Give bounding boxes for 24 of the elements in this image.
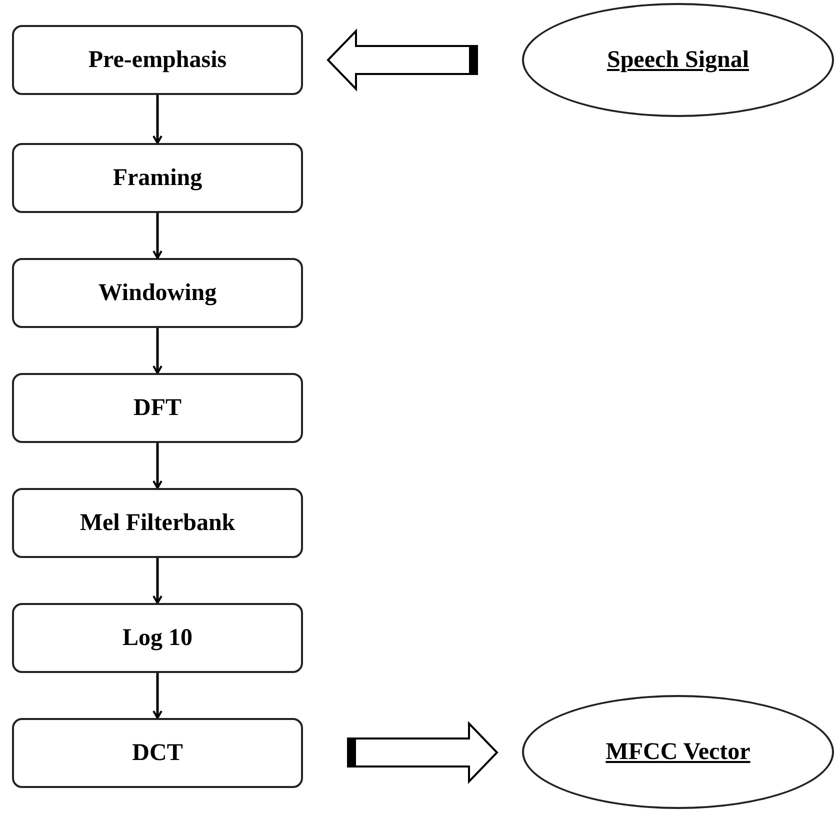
node-label: DFT bbox=[134, 394, 182, 423]
process-box bbox=[12, 488, 303, 558]
process-box bbox=[12, 25, 303, 95]
node-label: Log 10 bbox=[122, 624, 192, 653]
node-label: DCT bbox=[132, 739, 183, 768]
block-arrow bbox=[326, 28, 478, 92]
arrow bbox=[152, 95, 162, 144]
node-label: MFCC Vector bbox=[606, 738, 750, 767]
node-label: Mel Filterbank bbox=[80, 509, 236, 538]
process-box bbox=[12, 603, 303, 673]
process-box bbox=[12, 258, 303, 328]
process-box bbox=[12, 143, 303, 213]
node-label: Pre-emphasis bbox=[88, 46, 227, 75]
process-box bbox=[12, 373, 303, 443]
process-box bbox=[12, 718, 303, 788]
node-label: Framing bbox=[112, 164, 202, 193]
arrow bbox=[152, 213, 162, 259]
arrow bbox=[152, 673, 162, 719]
arrow bbox=[152, 443, 162, 489]
arrow bbox=[152, 558, 162, 604]
block-arrow bbox=[347, 721, 498, 784]
arrow bbox=[152, 328, 162, 374]
node-label: Speech Signal bbox=[606, 46, 750, 75]
node-label: Windowing bbox=[98, 279, 217, 308]
